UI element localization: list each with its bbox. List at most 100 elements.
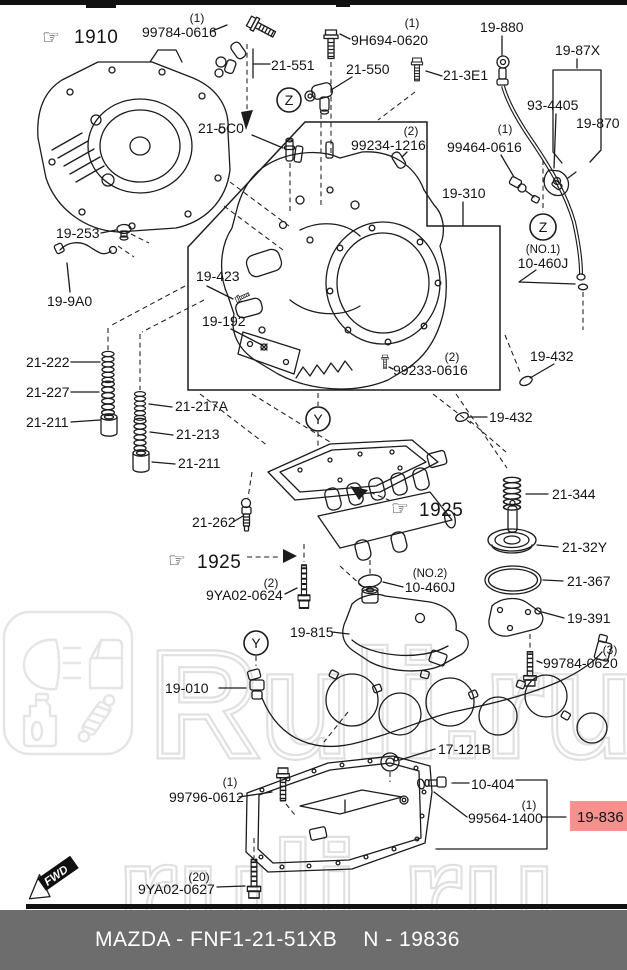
label-93-4405: 93-4405 — [527, 97, 579, 113]
label-19-870: 19-870 — [576, 115, 620, 131]
label-19-836: 19-836 — [577, 809, 624, 826]
shock-absorber-icon — [77, 694, 116, 743]
headlight-icon — [22, 638, 82, 691]
label-19-815: 19-815 — [290, 624, 334, 640]
watermark-text: Ruli.ru — [150, 620, 627, 788]
label-9YA02-0627-qty: (20) — [188, 870, 209, 884]
marker-z-top-circle — [276, 87, 302, 113]
label-21-3E1: 21-3E1 — [443, 67, 488, 83]
label-no1-qty: (NO.1) — [526, 244, 561, 256]
harness-19-010-drawing — [246, 633, 613, 748]
assembly-box-outline — [187, 121, 501, 391]
label-21-213: 21-213 — [176, 426, 220, 442]
label-99784-0620-qty: (3) — [603, 643, 618, 657]
bell-housing-drawing — [37, 49, 231, 233]
label-21-227: 21-227 — [26, 384, 70, 400]
label-21-211-left: 21-211 — [26, 414, 69, 430]
arrowhead-1910 — [241, 110, 253, 130]
spring-21-222 — [101, 350, 115, 384]
label-19-192: 19-192 — [202, 313, 246, 329]
valve-plate-drawing — [267, 439, 448, 501]
bolt-9H694-0620 — [323, 29, 339, 60]
label-21-550: 21-550 — [346, 61, 390, 77]
marker-z-top: Z — [285, 92, 294, 108]
marker-z-right-circle — [529, 213, 557, 241]
label-ref-1910: 1910 — [74, 27, 118, 48]
oil-strainer-drawing — [342, 585, 469, 672]
label-19-432-lower: 19-432 — [489, 409, 533, 425]
label-99796-0612-qty: (1) — [223, 775, 238, 789]
marker-z-right: Z — [539, 219, 548, 235]
label-99464-0616: 99464-0616 — [447, 139, 522, 155]
construction-lines — [107, 44, 584, 858]
car-door-icon — [88, 638, 124, 690]
leader-lines — [66, 24, 578, 888]
spring-21-227 — [100, 380, 116, 417]
arrowhead-1925-left — [283, 549, 297, 563]
oring-21-367-drawing — [484, 565, 542, 595]
pointing-hand-icon: ☞ — [391, 498, 409, 520]
fwd-arrow: FWD — [28, 855, 79, 900]
sensor-21-262-drawing — [240, 497, 252, 532]
solenoid-block-drawing — [317, 467, 456, 561]
spring-21-213 — [133, 417, 147, 452]
label-17-121B: 17-121B — [438, 741, 491, 757]
oil-pan-drawing — [245, 755, 433, 873]
grommet-19-253-drawing — [116, 223, 132, 241]
grommet-17-121B-drawing — [380, 752, 400, 772]
watermark: Ruli.ru Ruli.ru ruli.ru ruli.ru — [2, 610, 627, 970]
footer-part-number: N - 19836 — [363, 928, 460, 951]
piston-21-211-right — [132, 449, 150, 473]
arrowhead-1925-right — [350, 486, 368, 500]
label-19-310: 19-310 — [442, 185, 486, 201]
sensor-21-550-drawing — [304, 82, 333, 115]
label-21-211-right: 21-211 — [178, 455, 221, 471]
label-21-344: 21-344 — [552, 486, 596, 502]
oil-canister-icon — [22, 692, 58, 748]
label-19-253: 19-253 — [56, 225, 100, 241]
label-19-391: 19-391 — [567, 610, 611, 626]
label-21-551: 21-551 — [271, 57, 315, 73]
label-99784-0620: 99784-0620 — [543, 655, 618, 671]
drain-plug-10-404-drawing — [416, 776, 447, 790]
label-19-880: 19-880 — [480, 19, 524, 35]
label-10-404: 10-404 — [471, 776, 515, 792]
part-labels: ☞ 1910 (1) 99784-0616 21-551 21-5C0 (1) … — [26, 11, 627, 897]
label-9YA02-0627: 9YA02-0627 — [138, 881, 215, 897]
label-21-5C0: 21-5C0 — [198, 120, 244, 136]
label-99784-0616: 99784-0616 — [142, 24, 217, 40]
label-9YA02-0624: 9YA02-0624 — [206, 587, 283, 603]
label-9H694-0620-qty: (1) — [405, 16, 420, 30]
piston-21-211-left — [100, 413, 118, 437]
label-19-87X: 19-87X — [555, 42, 601, 58]
highlight-19-836 — [570, 801, 627, 831]
marker-y-bottom: Y — [251, 635, 261, 651]
label-21-32Y: 21-32Y — [562, 539, 608, 555]
label-ref-1925-right: 1925 — [419, 500, 463, 521]
label-99234-1216: 99234-1216 — [351, 137, 426, 153]
label-19-432-upper: 19-432 — [530, 348, 574, 364]
label-9H694-0620: 9H694-0620 — [351, 32, 428, 48]
oring-19-432-lower — [455, 411, 469, 423]
marker-y-bottom-circle — [243, 630, 269, 656]
label-21-222: 21-222 — [26, 354, 70, 370]
footer-bar: MAZDA - FNF1-21-51XB N - 19836 — [0, 910, 627, 970]
bolt-99784-0616 — [245, 14, 279, 42]
label-19-423: 19-423 — [196, 268, 240, 284]
stud-9YA02-0624 — [297, 564, 311, 609]
diagram-drawings: FWD — [28, 14, 613, 900]
bolt-99233-0616 — [381, 354, 389, 369]
label-21-262: 21-262 — [192, 514, 236, 530]
pointing-hand-icon: ☞ — [168, 550, 186, 572]
spring-21-217A — [133, 391, 147, 421]
label-19-9A0: 19-9A0 — [47, 293, 92, 309]
label-no2-qty: (NO.2) — [413, 568, 448, 580]
label-99464-0616-qty: (1) — [498, 122, 513, 136]
label-99564-1400: 99564-1400 — [468, 810, 543, 826]
label-no1-10-460J: 10-460J — [518, 255, 569, 271]
label-9YA02-0624-qty: (2) — [264, 576, 279, 590]
pipe-19-9A0-drawing — [53, 242, 118, 255]
label-99234-1216-qty: (2) — [404, 124, 419, 138]
